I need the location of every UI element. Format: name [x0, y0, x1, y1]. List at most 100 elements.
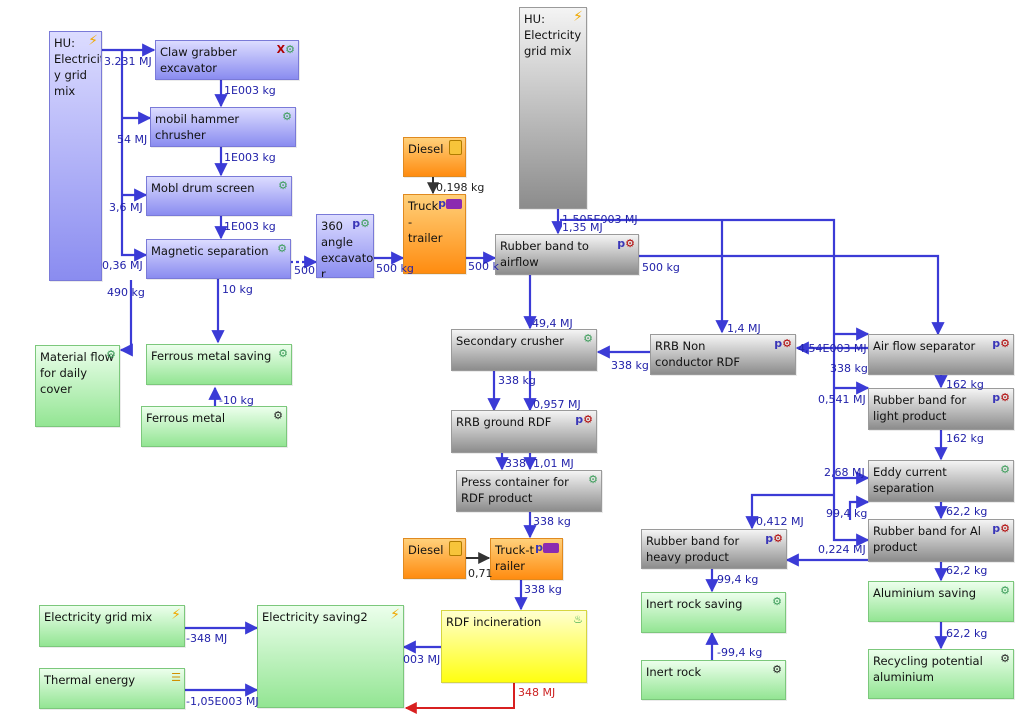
flow-label: 4,54E003 MJ [798, 342, 867, 355]
node-secondary-crusher[interactable]: Secondary crusher ⚙ [451, 329, 597, 371]
node-hu-electricity-left[interactable]: HU: Electricit y grid mix ⚡ [49, 31, 102, 281]
node-thermal-energy[interactable]: Thermal energy ☰ [39, 668, 185, 709]
node-claw-grabber[interactable]: Claw grabber excavator X⚙ [155, 40, 299, 80]
fuel-icon [449, 140, 462, 159]
flow-label: 99,4 kg [826, 507, 868, 520]
flow-label: 338 kg [498, 374, 536, 387]
node-aluminium-saving[interactable]: Aluminium saving ⚙ [868, 581, 1014, 622]
flow-label: 2,68 MJ [824, 466, 865, 479]
gear-icon: ⚙ [273, 409, 283, 422]
flow-label: 338 kg [611, 359, 649, 372]
flow-label: 3,6 MJ [109, 201, 143, 214]
lightning-icon: ⚡ [171, 607, 181, 623]
flow-line [638, 254, 945, 336]
gear-icon: ⚙ [1000, 652, 1010, 665]
node-truck-trailer-bottom[interactable]: Truck-t railer p [490, 538, 563, 580]
flow-label: -348 MJ [186, 632, 228, 645]
lightning-icon: ⚡ [88, 33, 98, 49]
node-air-flow-separator[interactable]: Air flow separator p⚙ [868, 334, 1014, 375]
gear-icon: ⚙ [772, 663, 782, 676]
process-icon: ⚙ [278, 347, 288, 360]
node-inert-rock-saving[interactable]: Inert rock saving ⚙ [641, 592, 786, 633]
node-material-daily-cover[interactable]: Material flow for daily cover ⚙ [35, 345, 120, 427]
process-p-icon: p⚙ [992, 391, 1010, 404]
process-p-icon: p⚙ [352, 217, 370, 230]
node-360-excavator[interactable]: 360 angle excavato r p⚙ [316, 214, 374, 278]
flow-label: 338 kg [524, 583, 562, 596]
lightning-icon: ⚡ [390, 607, 400, 623]
flow-label: 3.231 MJ [104, 55, 152, 68]
node-drum-screen[interactable]: Mobl drum screen ⚙ [146, 176, 292, 216]
node-hammer-crusher[interactable]: mobil hammer chrusher ⚙ [150, 107, 296, 147]
flow-label: 1,4 MJ [727, 322, 761, 335]
node-rubber-band-light[interactable]: Rubber band for light product p⚙ [868, 388, 1014, 430]
node-hu-electricity-top[interactable]: HU: Electricity grid mix ⚡ [519, 7, 587, 209]
process-p-icon: p⚙ [774, 337, 792, 350]
node-press-container[interactable]: Press container for RDF product ⚙ [456, 470, 602, 512]
flow-label: 1E003 kg [224, 151, 276, 164]
node-magnetic-separation[interactable]: Magnetic separation ⚙ [146, 239, 291, 279]
node-rrb-non-conductor[interactable]: RRB Non conductor RDF p⚙ [650, 334, 796, 375]
process-icon: ⚙ [282, 110, 292, 123]
process-icon: ⚙ [1000, 463, 1010, 476]
flow-label: 348 MJ [518, 686, 556, 699]
node-ferrous-metal-saving[interactable]: Ferrous metal saving ⚙ [146, 344, 292, 385]
flow-label: 162 kg [946, 432, 984, 445]
flow-label: 0,541 MJ [818, 393, 866, 406]
process-p-icon: p⚙ [765, 532, 783, 545]
thermal-icon: ☰ [171, 671, 181, 684]
truck-icon: p [438, 197, 462, 211]
flow-label: 0,198 kg [436, 181, 485, 194]
node-truck-trailer-top[interactable]: Truck -trailer p [403, 194, 466, 274]
flow-label: 500 kg [376, 262, 414, 275]
node-rubber-band-heavy[interactable]: Rubber band for heavy product p⚙ [641, 529, 787, 569]
flow-label: 99,4 kg [717, 573, 759, 586]
node-diesel-bottom[interactable]: Diesel [403, 538, 466, 579]
node-ferrous-metal[interactable]: Ferrous metal ⚙ [141, 406, 287, 447]
flow-label: 0,957 MJ [533, 398, 581, 411]
flow-label: 0,224 MJ [818, 543, 866, 556]
flow-label: 10 kg [222, 283, 253, 296]
flow-label: 0,71 [468, 567, 493, 580]
flow-label: 500 k [468, 260, 499, 273]
flow-label: 338 kg [533, 515, 571, 528]
node-rrb-ground-rdf[interactable]: RRB ground RDF p⚙ [451, 410, 597, 453]
node-recycling-aluminium[interactable]: Recycling potential aluminium ⚙ [868, 649, 1014, 699]
node-rubber-band-al[interactable]: Rubber band for Al product p⚙ [868, 519, 1014, 562]
flow-label: 500 [294, 264, 315, 277]
node-inert-rock[interactable]: Inert rock ⚙ [641, 660, 786, 700]
heat-flow-line [404, 683, 515, 714]
process-icon: ⚙ [1000, 584, 1010, 597]
node-electricity-grid-mix[interactable]: Electricity grid mix ⚡ [39, 605, 185, 647]
flow-label: 1E003 kg [224, 220, 276, 233]
process-icon: ⚙ [106, 348, 116, 361]
flow-label: -99,4 kg [717, 646, 763, 659]
flame-icon: ♨ [573, 613, 583, 626]
flow-label: 49,4 MJ [532, 317, 573, 330]
flow-label: 54 MJ [117, 133, 148, 146]
flow-label: 62,2 kg [946, 627, 988, 640]
process-icon: ⚙ [278, 179, 288, 192]
flow-line [848, 495, 870, 520]
flow-label: 0,36 MJ [102, 259, 143, 272]
node-diesel-top[interactable]: Diesel [403, 137, 466, 177]
node-eddy-current[interactable]: Eddy current separation ⚙ [868, 460, 1014, 502]
process-x-icon: X⚙ [276, 43, 295, 56]
process-icon: ⚙ [583, 332, 593, 345]
flow-line [560, 218, 870, 547]
node-rdf-incineration[interactable]: RDF incineration ♨ [441, 610, 587, 683]
flow-label: 500 kg [642, 261, 680, 274]
process-p-icon: p⚙ [992, 337, 1010, 350]
lightning-icon: ⚡ [573, 9, 583, 25]
node-electricity-saving2[interactable]: Electricity saving2 ⚡ [257, 605, 404, 708]
flow-label: 1,01 MJ [533, 457, 574, 470]
flow-label: 338 kg [830, 362, 868, 375]
flow-label: 1E003 kg [224, 84, 276, 97]
flow-label: 0,412 MJ [756, 515, 804, 528]
flow-line [745, 493, 834, 530]
node-rubber-band-airflow[interactable]: Rubber band to airflow p⚙ [495, 234, 639, 275]
flow-label: 338 [505, 457, 526, 470]
flow-line [120, 50, 148, 262]
flow-label: 490 kg [107, 286, 145, 299]
